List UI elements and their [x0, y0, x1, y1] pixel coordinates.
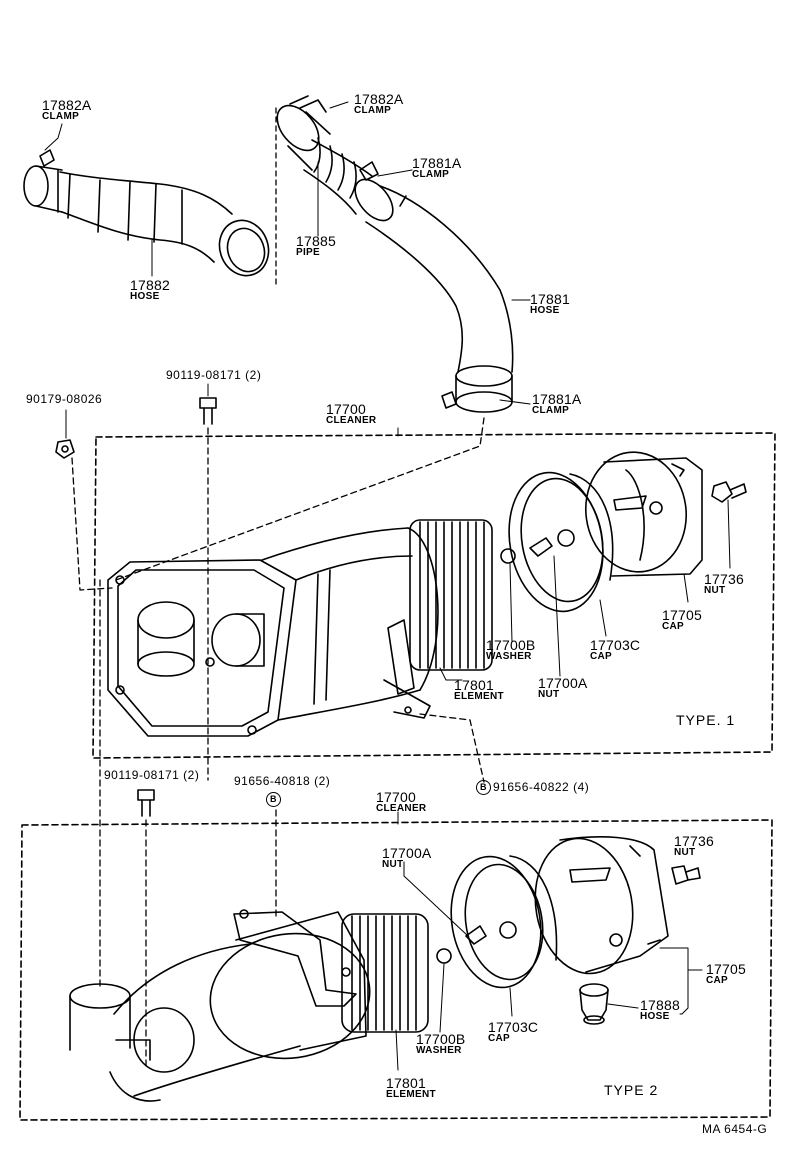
part-number: 91656-40822 (4): [493, 780, 590, 794]
circle-marker: B: [266, 792, 281, 808]
diagram-code: MA 6454-G: [702, 1122, 768, 1136]
part-label-90119-08171-top: 90119-08171 (2): [166, 368, 262, 382]
part-number: 17881A: [412, 155, 462, 171]
washer-17700b-type2: [436, 948, 452, 964]
nut-90179: [55, 439, 75, 459]
part-label-17703c-type1: 17703C CAP: [590, 638, 640, 662]
part-label-17700b-type2: 17700B WASHER: [416, 1032, 465, 1056]
bolt-90119-type1: [199, 397, 217, 425]
part-label-17700-type2: 17700 CLEANER: [376, 790, 426, 814]
part-name: CAP: [488, 1033, 511, 1044]
part-label-17882: 17882 HOSE: [130, 278, 170, 302]
part-label-17703c-type2: 17703C CAP: [488, 1020, 538, 1044]
washer-17700b-type1: [500, 548, 516, 564]
part-number: 17888: [640, 997, 680, 1013]
part-label-17700a-type2: 17700A NUT: [382, 846, 431, 870]
part-name: NUT: [674, 847, 696, 858]
part-label-17801-type1: 17801 ELEMENT: [454, 678, 504, 702]
part-number: 17705: [706, 961, 746, 977]
part-number: 17882: [130, 277, 170, 293]
part-name: CLEANER: [376, 803, 427, 814]
part-name: HOSE: [130, 291, 160, 302]
part-label-17881: 17881 HOSE: [530, 292, 570, 316]
part-number: 17700B: [486, 637, 536, 653]
part-number: 17885: [296, 233, 336, 249]
pipe-and-hose-17881-drawing: [276, 95, 514, 413]
part-number: 17881A: [532, 391, 582, 407]
part-label-17888: 17888 HOSE: [640, 998, 680, 1022]
part-number: 17881: [530, 291, 570, 307]
part-number: 17882A: [42, 97, 92, 113]
type1-boundary: [92, 432, 776, 759]
cap-17705-type1: [584, 451, 703, 577]
part-name: WASHER: [416, 1045, 462, 1056]
part-name: NUT: [704, 585, 726, 596]
part-name: CAP: [706, 975, 729, 986]
part-number: 17700B: [416, 1031, 466, 1047]
part-name: PIPE: [296, 247, 320, 258]
circle-marker: B: [476, 780, 491, 796]
hose-17888: [579, 983, 609, 1025]
type2-boundary: [19, 819, 773, 1121]
part-label-17736-type1: 17736 NUT: [704, 572, 744, 596]
part-name: CAP: [590, 651, 613, 662]
part-number: 17703C: [488, 1019, 539, 1035]
part-number: 17705: [662, 607, 702, 623]
part-number: 17700A: [382, 845, 432, 861]
part-number: 17882A: [354, 91, 404, 107]
part-number: 17700: [326, 401, 366, 417]
part-label-91656-40818: 91656-40818 (2): [234, 774, 331, 788]
part-name: ELEMENT: [386, 1089, 436, 1100]
part-name: WASHER: [486, 651, 532, 662]
hose-17882-drawing: [23, 149, 270, 277]
cap-17703c-type1: [508, 471, 614, 613]
cleaner-type2-drawing: [69, 909, 429, 1102]
part-name: CLEANER: [326, 415, 377, 426]
nut-17736-type1: [711, 481, 747, 503]
part-label-17882a-right: 17882A CLAMP: [354, 92, 403, 116]
part-label-17700b-type1: 17700B WASHER: [486, 638, 535, 662]
part-name: CAP: [662, 621, 685, 632]
part-label-17801-type2: 17801 ELEMENT: [386, 1076, 436, 1100]
type1-label: TYPE. 1: [676, 712, 736, 728]
part-label-17705-type1: 17705 CAP: [662, 608, 702, 632]
part-name: CLAMP: [42, 111, 80, 122]
cleaner-type1-drawing: [107, 519, 493, 737]
part-label-17881a-top: 17881A CLAMP: [412, 156, 461, 180]
part-number: 17703C: [590, 637, 641, 653]
part-label-17885: 17885 PIPE: [296, 234, 336, 258]
type2-label: TYPE 2: [604, 1082, 659, 1098]
part-number: 17700: [376, 789, 416, 805]
part-label-17736-type2: 17736 NUT: [674, 834, 714, 858]
part-label-90119-08171-bottom: 90119-08171 (2): [104, 768, 200, 782]
part-label-90179-08026: 90179-08026: [26, 392, 103, 406]
cap-17705-type2: [534, 836, 669, 975]
part-name: HOSE: [640, 1011, 670, 1022]
cap-17703c-type2: [450, 855, 558, 989]
part-label-17700a-type1: 17700A NUT: [538, 676, 587, 700]
part-number: 17736: [704, 571, 744, 587]
part-label-17705-type2: 17705 CAP: [706, 962, 746, 986]
part-number: 17736: [674, 833, 714, 849]
part-label-17700-type1: 17700 CLEANER: [326, 402, 376, 426]
nut-17736-type2: [671, 865, 701, 885]
part-number: 17801: [386, 1075, 426, 1091]
part-number: 17700A: [538, 675, 588, 691]
circle-marker-b-40818: B: [266, 792, 283, 808]
part-label-17881a-bottom: 17881A CLAMP: [532, 392, 581, 416]
part-name: ELEMENT: [454, 691, 504, 702]
bolt-90119-type2: [137, 789, 155, 817]
part-name: HOSE: [530, 305, 560, 316]
part-name: NUT: [538, 689, 560, 700]
part-number: 17801: [454, 677, 494, 693]
part-name: NUT: [382, 859, 404, 870]
part-label-17882a-left: 17882A CLAMP: [42, 98, 91, 122]
part-name: CLAMP: [532, 405, 570, 416]
part-name: CLAMP: [412, 169, 450, 180]
part-name: CLAMP: [354, 105, 392, 116]
